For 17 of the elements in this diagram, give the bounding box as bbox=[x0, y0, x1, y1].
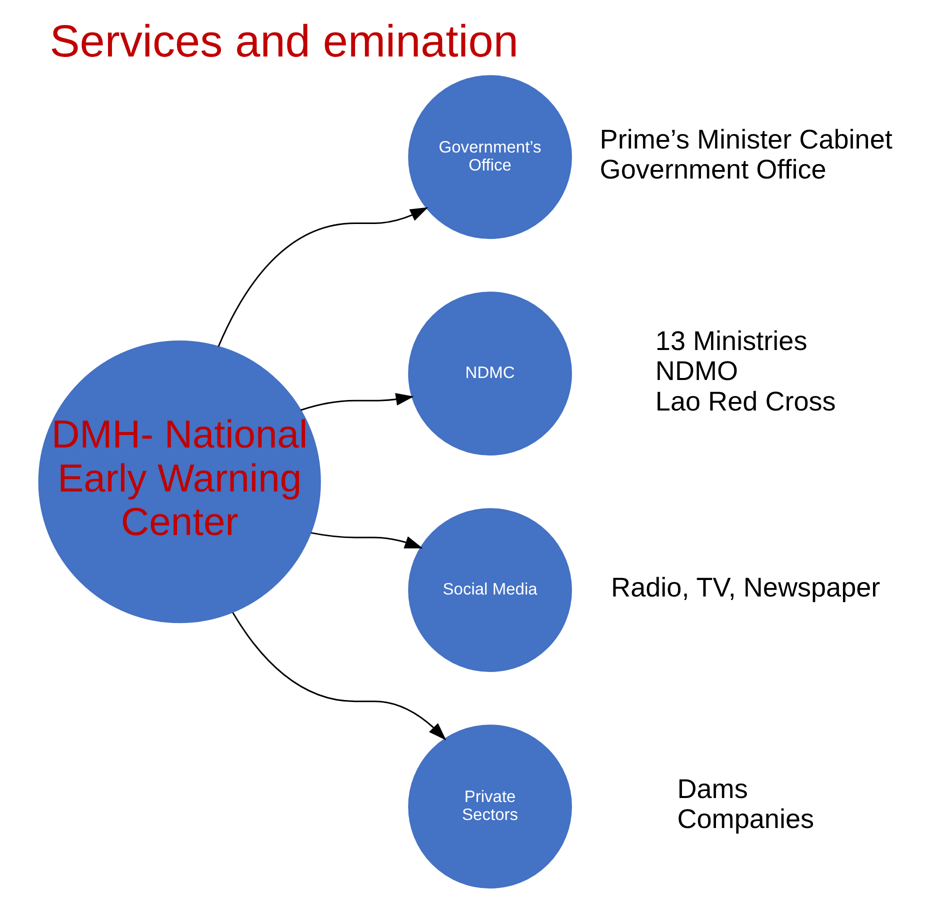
node-circle: DMH- National Early Warning Center bbox=[38, 340, 321, 624]
node-label: NDMO bbox=[655, 356, 738, 386]
node-label: Dams bbox=[677, 774, 748, 804]
node-label: Lao Red Cross bbox=[655, 386, 836, 416]
node-label: Companies bbox=[677, 804, 814, 834]
node-circle: Social Media bbox=[408, 508, 572, 672]
arrow bbox=[310, 532, 423, 548]
node-label: Radio, TV, Newspaper bbox=[611, 572, 880, 603]
node-label: 13 Ministries bbox=[655, 326, 808, 356]
arrow bbox=[218, 207, 428, 347]
node-circle: Private Sectors bbox=[408, 724, 572, 888]
arrow bbox=[232, 612, 446, 740]
node-label: Prime’s Minister Cabinet bbox=[600, 124, 892, 155]
node-circle: NDMC bbox=[408, 292, 572, 456]
arrow bbox=[300, 393, 414, 411]
node-label: Government Office bbox=[600, 154, 826, 185]
diagram-title: Services and emination bbox=[50, 15, 518, 66]
